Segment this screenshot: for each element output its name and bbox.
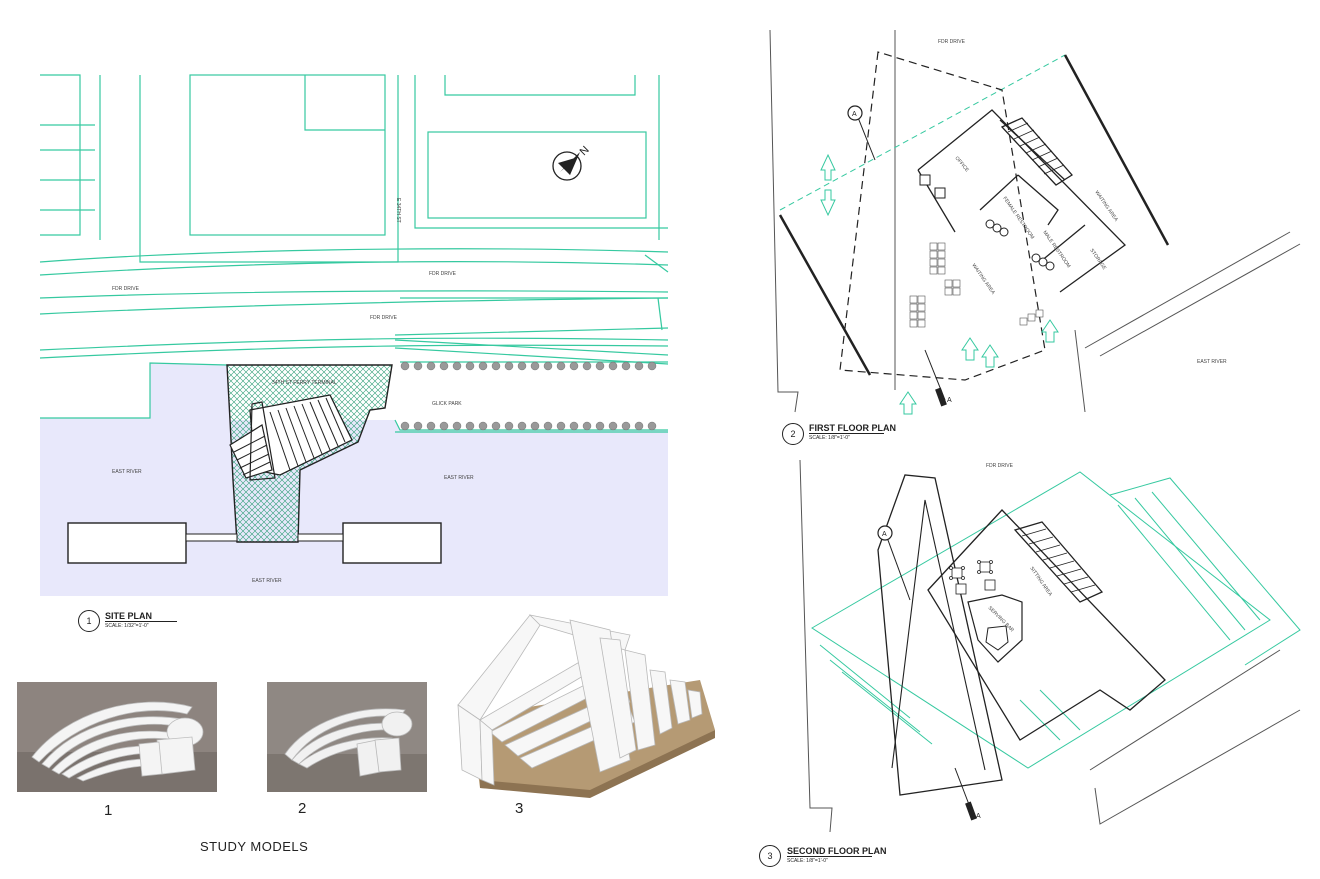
site-plan-title: SITE PLAN xyxy=(105,611,153,621)
study-model-2-photo xyxy=(267,682,427,792)
study-model-2-number: 2 xyxy=(298,800,307,817)
terminal-building xyxy=(229,394,353,481)
site-plan-title-underline xyxy=(105,621,177,622)
site-label-terminal: 34TH ST FERRY TERMINAL xyxy=(272,380,337,386)
site-label-glick-park: GLICK PARK xyxy=(432,401,462,407)
first-floor-plan-scale: SCALE: 1/8"=1'-0" xyxy=(809,435,850,441)
east-river-water-right xyxy=(40,418,668,596)
study-models: 1 2 xyxy=(0,600,740,874)
section-marker-a-icon: A A xyxy=(847,105,952,407)
first-floor-plan-title: FIRST FLOOR PLAN xyxy=(809,423,896,433)
site-label-east-river-bottom: EAST RIVER xyxy=(252,578,282,584)
north-arrow-icon: N xyxy=(552,144,592,181)
svg-text:N: N xyxy=(578,144,592,158)
pier-left xyxy=(67,522,187,564)
first-floor-plan-drawing: A A FDR DRIVE EAST RIVER OFFICE WAITING … xyxy=(769,29,1301,415)
study-model-3-number: 3 xyxy=(515,800,524,817)
sfp-label-fdr-drive: FDR DRIVE xyxy=(986,463,1014,469)
study-models-title: STUDY MODELS xyxy=(200,839,309,854)
pier-right xyxy=(342,522,442,564)
site-plan-drawing: N FDR DRIVE FDR DRIVE FDR DRIVE E 34TH S… xyxy=(39,74,669,596)
site-label-fdr-drive-2: FDR DRIVE xyxy=(112,286,140,292)
study-model-1-photo xyxy=(17,682,217,792)
site-label-street: E 34TH ST xyxy=(395,198,401,223)
ffp-label-waiting-area-1: WAITING AREA xyxy=(1093,190,1119,223)
site-label-east-river-right: EAST RIVER xyxy=(444,475,474,481)
site-plan: N FDR DRIVE FDR DRIVE FDR DRIVE E 34TH S… xyxy=(0,0,680,640)
study-model-1-number: 1 xyxy=(104,802,113,819)
serving-bar xyxy=(967,594,1023,663)
first-floor-plan: A A FDR DRIVE EAST RIVER OFFICE WAITING … xyxy=(740,0,1320,450)
svg-text:A: A xyxy=(852,111,857,118)
ffp-label-waiting-area-2: WAITING AREA xyxy=(970,263,996,296)
entry-arrows xyxy=(820,153,1059,415)
svg-text:A: A xyxy=(976,813,981,820)
second-floor-plan-title: SECOND FLOOR PLAN xyxy=(787,846,887,856)
svg-text:A: A xyxy=(882,531,887,538)
second-floor-plan-number: 3 xyxy=(759,845,781,867)
second-floor-plan: A A FDR DRIVE SITTING AREA SERVING BAR 3… xyxy=(740,450,1320,874)
second-floor-plan-drawing: A A FDR DRIVE SITTING AREA SERVING BAR xyxy=(799,459,1301,833)
site-plan-number: 1 xyxy=(78,610,100,632)
site-label-fdr-drive-3: FDR DRIVE xyxy=(370,315,398,321)
first-floor-plan-number: 2 xyxy=(782,423,804,445)
svg-text:A: A xyxy=(947,397,952,404)
site-plan-scale: SCALE: 1/32"=1'-0" xyxy=(105,623,149,629)
site-label-fdr-drive-1: FDR DRIVE xyxy=(429,271,457,277)
ffp-label-fdr-drive: FDR DRIVE xyxy=(938,39,966,45)
second-floor-plan-scale: SCALE: 1/8"=1'-0" xyxy=(787,858,828,864)
first-floor-plan-title-underline xyxy=(809,433,884,434)
ffp-label-east-river: EAST RIVER xyxy=(1197,359,1227,365)
study-model-3-photo xyxy=(457,614,715,798)
site-label-east-river-left: EAST RIVER xyxy=(112,469,142,475)
ffp-label-office: OFFICE xyxy=(953,155,970,173)
sfp-label-sitting-area: SITTING AREA xyxy=(1028,566,1053,598)
second-floor-plan-title-underline xyxy=(787,856,872,857)
section-marker-a-icon: A A xyxy=(877,525,981,821)
trees xyxy=(400,361,657,431)
